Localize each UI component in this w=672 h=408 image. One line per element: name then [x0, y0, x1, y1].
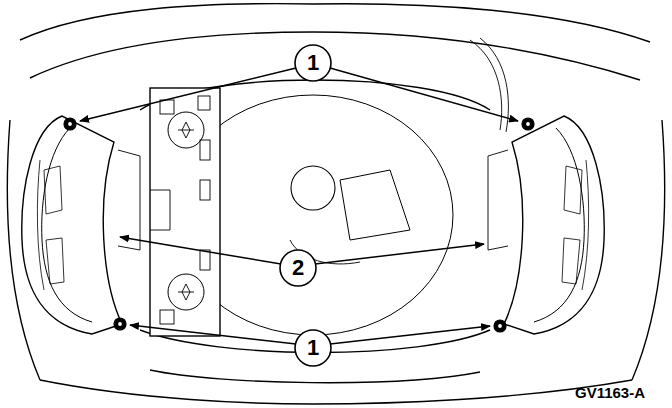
callout-number: 1 [307, 52, 319, 74]
callout-number: 1 [307, 337, 319, 359]
figure-id: GV1163-A [575, 385, 645, 400]
callout-number: 2 [292, 257, 304, 279]
